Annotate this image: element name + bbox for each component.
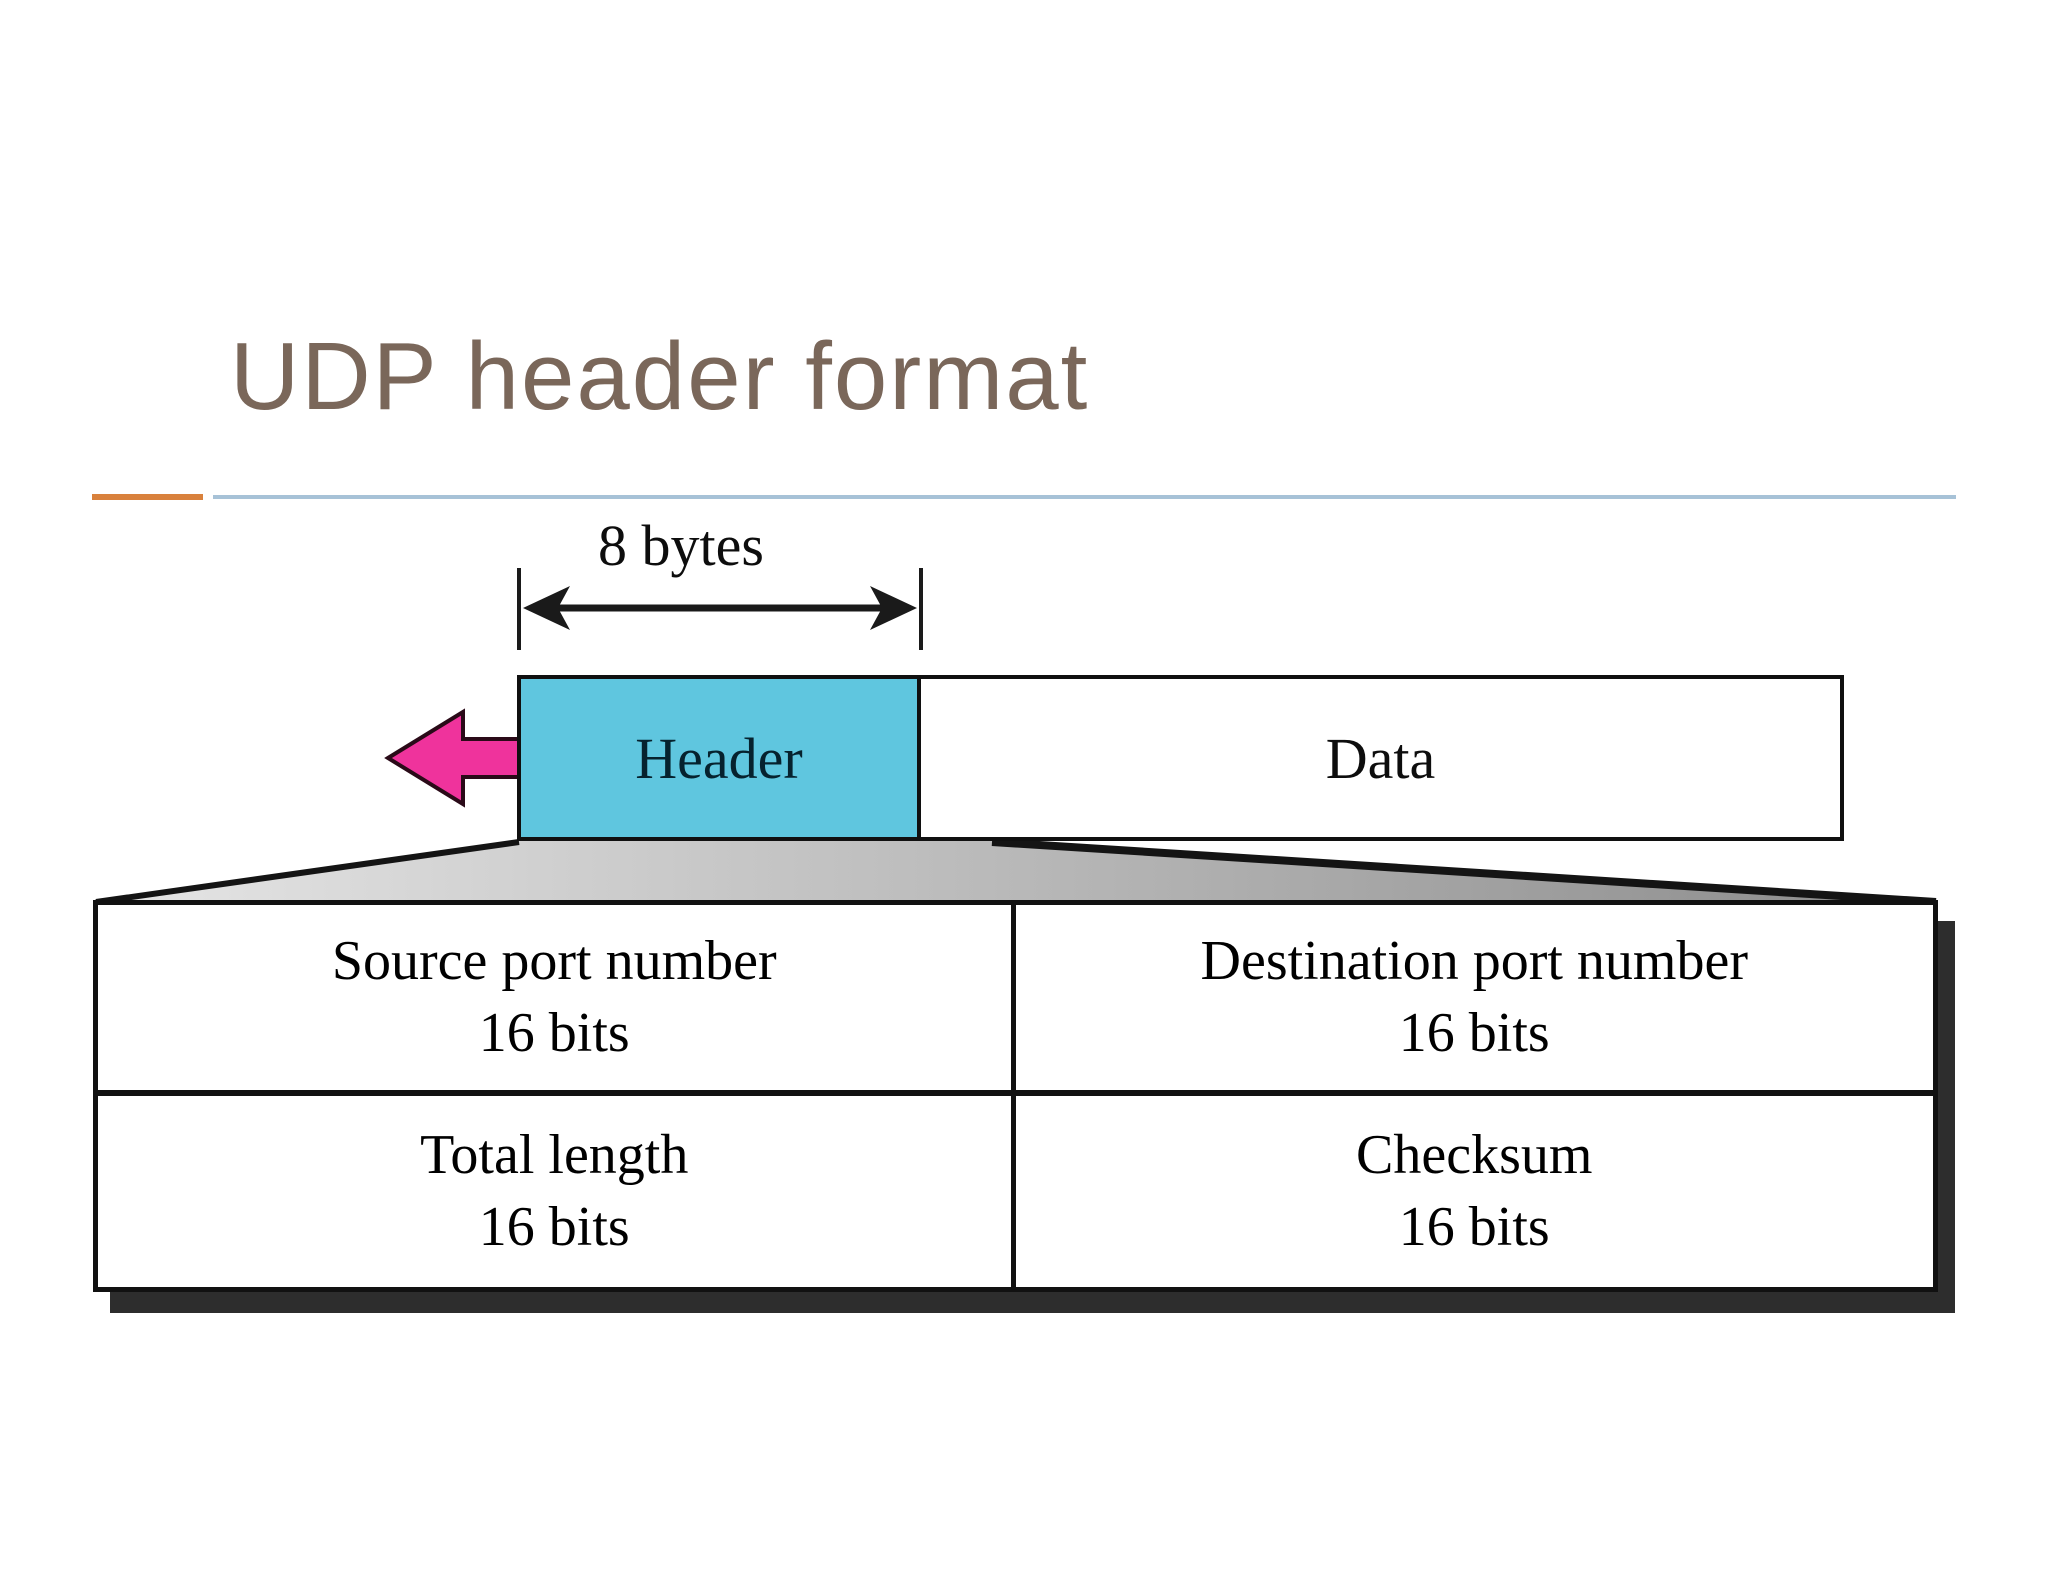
header-box-label: Header bbox=[635, 725, 803, 791]
field-size: 16 bits bbox=[478, 1001, 630, 1064]
trapezoid-right-edge bbox=[991, 838, 1937, 906]
table-cell-checksum: Checksum 16 bits bbox=[1015, 1096, 1933, 1287]
zoom-trapezoid bbox=[96, 841, 1936, 903]
title-divider-line bbox=[213, 495, 1956, 499]
field-name: Destination port number bbox=[1200, 929, 1748, 992]
field-size: 16 bits bbox=[1398, 1195, 1550, 1258]
byte-span-arrowhead-left-icon bbox=[523, 586, 570, 630]
trapezoid-left-edge bbox=[95, 839, 520, 905]
page-title: UDP header format bbox=[230, 323, 1090, 430]
title-divider-accent bbox=[92, 494, 203, 500]
field-size: 16 bits bbox=[478, 1195, 630, 1258]
field-name: Source port number bbox=[331, 929, 777, 992]
field-name: Total length bbox=[420, 1123, 689, 1186]
table-cell-destination-port: Destination port number 16 bits bbox=[1015, 905, 1933, 1096]
byte-width-label: 8 bytes bbox=[598, 513, 764, 578]
table-cell-total-length: Total length 16 bits bbox=[98, 1096, 1016, 1287]
table-cell-source-port: Source port number 16 bits bbox=[98, 905, 1016, 1096]
byte-span-arrowhead-right-icon bbox=[870, 586, 917, 630]
field-size: 16 bits bbox=[1398, 1001, 1550, 1064]
data-box: Data bbox=[921, 675, 1844, 841]
field-name: Checksum bbox=[1356, 1123, 1593, 1186]
left-block-arrow-icon bbox=[384, 708, 523, 808]
header-box: Header bbox=[517, 675, 921, 841]
udp-fields-table: Source port number 16 bits Destination p… bbox=[93, 900, 1938, 1292]
data-box-label: Data bbox=[1325, 725, 1436, 791]
